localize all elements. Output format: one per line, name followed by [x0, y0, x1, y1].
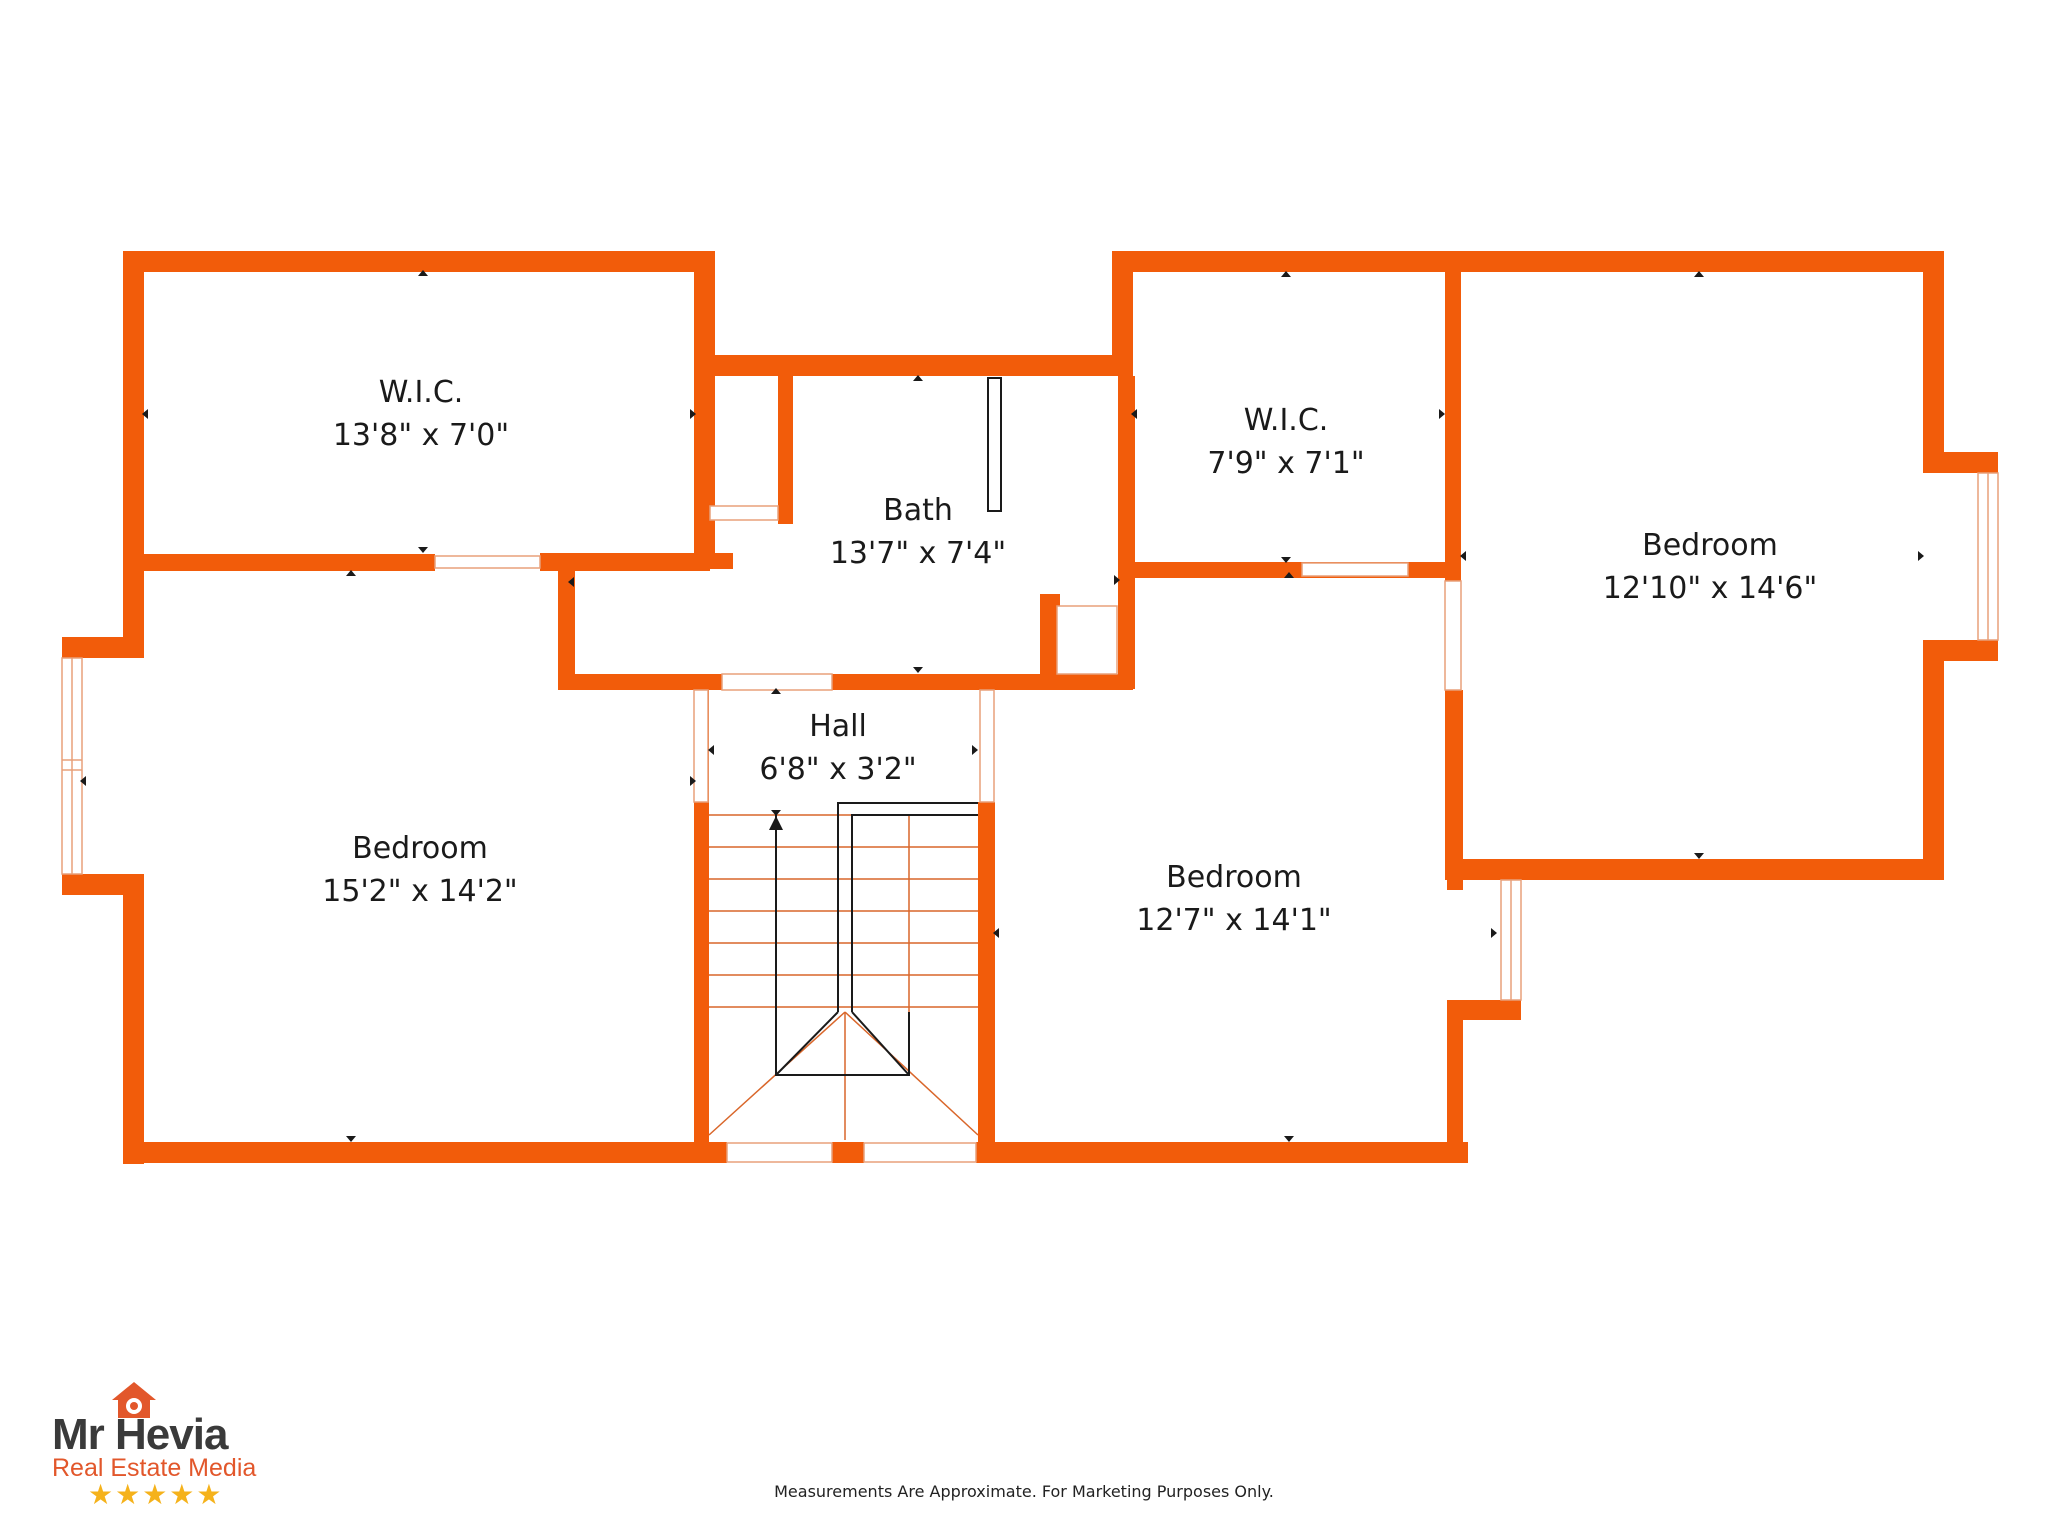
logo-stars: ★★★★★ — [88, 1478, 224, 1511]
company-logo: Mr Hevia Real Estate Media ★★★★★ — [48, 1380, 288, 1511]
room-dim-bedroom-left: 15'2" x 14'2" — [322, 874, 517, 909]
room-labels: W.I.C. 13'8" x 7'0" Bath 13'7" x 7'4" W.… — [322, 375, 1817, 938]
shower-rod — [987, 377, 1002, 512]
room-dim-wic-right: 7'9" x 7'1" — [1207, 446, 1364, 481]
room-name-bedroom-middle: Bedroom — [1166, 860, 1302, 895]
room-name-hall: Hall — [809, 709, 867, 744]
house-camera-icon — [112, 1382, 156, 1418]
room-dim-hall: 6'8" x 3'2" — [759, 752, 916, 787]
windows — [61, 472, 1999, 1163]
measurement-marks — [80, 270, 1924, 1142]
room-dim-bath: 13'7" x 7'4" — [830, 536, 1006, 571]
staircase — [708, 814, 979, 1140]
room-dim-bedroom-right: 12'10" x 14'6" — [1603, 571, 1818, 606]
logo-name: Mr Hevia — [52, 1410, 228, 1459]
room-name-bedroom-left: Bedroom — [352, 831, 488, 866]
disclaimer: Measurements Are Approximate. For Market… — [774, 1482, 1274, 1501]
stair-rail — [775, 802, 978, 1076]
walls — [62, 251, 1998, 1164]
room-dim-bedroom-middle: 12'7" x 14'1" — [1136, 903, 1331, 938]
room-name-bath: Bath — [883, 493, 953, 528]
logo-tagline: Real Estate Media — [52, 1454, 257, 1482]
room-name-bedroom-right: Bedroom — [1642, 528, 1778, 563]
stair-arrow-icon — [769, 816, 783, 830]
room-dim-wic-left: 13'8" x 7'0" — [333, 418, 509, 453]
room-name-wic-right: W.I.C. — [1244, 403, 1329, 438]
room-name-wic-left: W.I.C. — [379, 375, 464, 410]
